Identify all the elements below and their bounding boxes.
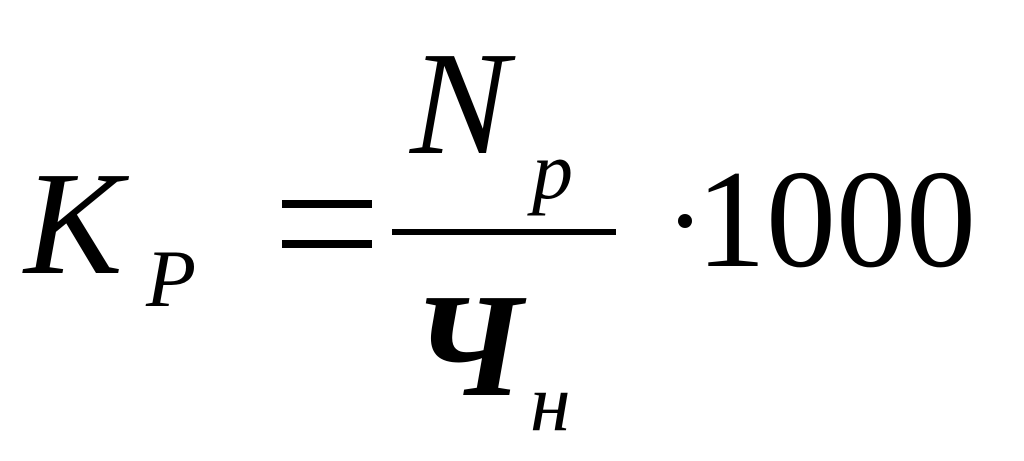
equals-bar-top (282, 200, 372, 208)
lhs-symbol: K (24, 142, 123, 306)
denominator-symbol: Ч (412, 264, 523, 428)
denominator-subscript: н (530, 357, 571, 448)
lhs-subscript: P (146, 233, 197, 324)
equals-sign (282, 200, 372, 248)
fraction-line (392, 229, 616, 235)
equals-bar-bottom (282, 240, 372, 248)
multiplication-dot (678, 214, 692, 228)
numerator-symbol: N (410, 22, 509, 186)
factor-value: 1000 (696, 142, 976, 297)
numerator-subscript: p (532, 125, 573, 216)
